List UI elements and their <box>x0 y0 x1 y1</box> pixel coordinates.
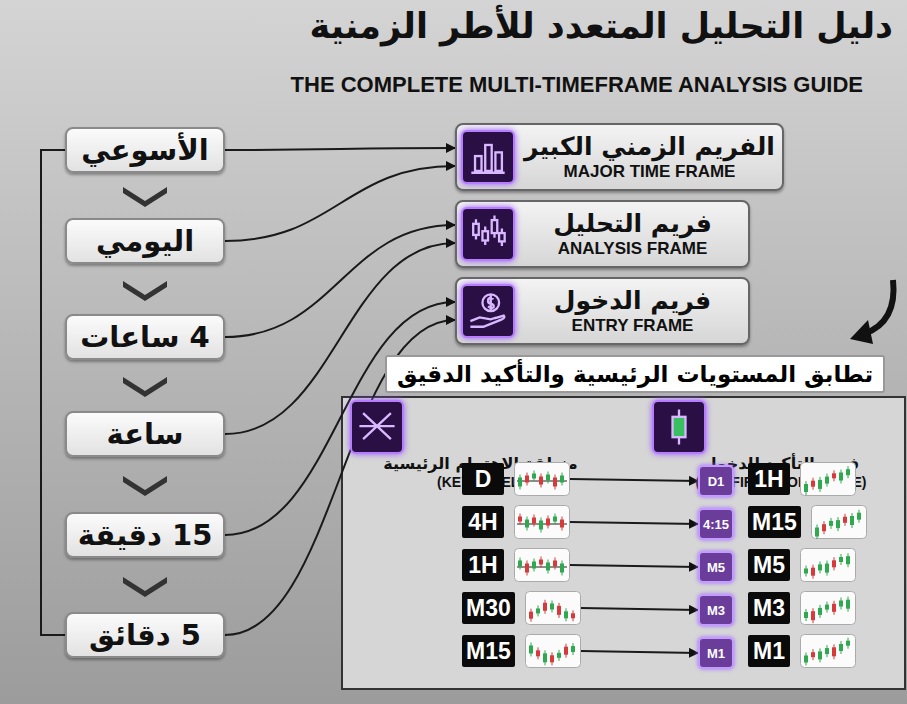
chart-thumbnail <box>800 548 856 582</box>
timeframe-code: 4H <box>462 506 504 538</box>
connector <box>570 522 698 524</box>
timeframe-name: الأسوعي <box>73 133 216 167</box>
frame-subtitle: MAJOR TIME FRAME <box>564 162 736 182</box>
timeframe-name: اليومي <box>88 224 202 258</box>
frame-title: فريم التحليل <box>553 209 712 239</box>
column-header: فريم التأكيد للدخول(CONFIRMATION FRAME) <box>652 400 904 452</box>
chart-thumbnail <box>525 634 581 668</box>
panel-heading: تطابق المستويات الرئيسية والتأكيد الدقيق <box>385 355 885 393</box>
timeframe-label: M1 <box>748 634 856 668</box>
timeframe-code: M5 <box>748 549 790 581</box>
connector <box>581 651 698 653</box>
chart-thumbnail <box>800 462 856 496</box>
matching-panel: تطابق المستويات الرئيسية والتأكيد الدقيق… <box>340 355 907 690</box>
diagram-title: دليل التحليل المتعدد للأطر الزمنية <box>310 6 894 46</box>
badge-text: M5 <box>707 560 725 575</box>
timeframe-label: 1H <box>462 548 570 582</box>
badge-text: M3 <box>707 603 725 618</box>
frame-icon <box>461 130 515 184</box>
chart-thumbnail <box>514 548 570 582</box>
frame-title: الفريم الزمني الكبير <box>524 132 775 162</box>
frame-badge: 4:15 <box>698 508 734 540</box>
timeframe-label: 1H <box>748 462 856 496</box>
timeframe-box: 4 ساعات <box>65 314 225 360</box>
timeframe-box: الأسوعي <box>65 127 225 173</box>
frame-icon <box>461 207 515 261</box>
timeframe-label: M3 <box>748 591 856 625</box>
timeframe-label: 4H <box>462 505 570 539</box>
frame-badge: M3 <box>698 594 734 626</box>
badge-text: 4:15 <box>703 517 729 532</box>
timeframe-code: D <box>462 463 504 495</box>
connector <box>225 225 455 337</box>
chart-thumbnail <box>525 591 581 625</box>
badge-text: M1 <box>707 646 725 661</box>
chart-thumbnail <box>514 505 570 539</box>
timeframe-code: 1H <box>748 463 790 495</box>
subtitle: THE COMPLETE MULTI-TIMEFRAME ANALYSIS GU… <box>291 72 863 98</box>
timeframe-code: M1 <box>748 635 790 667</box>
timeframe-box: 15 دقيقة <box>65 512 225 558</box>
timeframe-box: 5 دقائق <box>65 612 225 658</box>
frame-title: فريم الدخول <box>554 286 711 316</box>
badge-text: D1 <box>708 474 725 489</box>
timeframe-box: ساعة <box>65 411 225 457</box>
timeframe-code: M15 <box>462 635 515 667</box>
connector <box>225 302 455 535</box>
timeframe-name: 15 دقيقة <box>70 518 221 552</box>
frame-badge: M5 <box>698 551 734 583</box>
panel-frame <box>342 397 905 689</box>
frame-badge: D1 <box>698 465 734 497</box>
timeframe-label: M5 <box>748 548 856 582</box>
timeframe-label: M15 <box>462 634 581 668</box>
frame-badge: M1 <box>698 637 734 669</box>
timeframe-name: 5 دقائق <box>81 618 209 652</box>
text-column: فريم الدخولENTRY FRAME <box>515 286 742 336</box>
timeframe-box: اليومي <box>65 218 225 264</box>
timeframe-name: ساعة <box>99 417 192 451</box>
frame-box: فريم الدخولENTRY FRAME <box>455 277 750 345</box>
timeframe-name: 4 ساعات <box>72 320 218 354</box>
chart-thumbnail <box>800 591 856 625</box>
frame-box: الفريم الزمني الكبيرMAJOR TIME FRAME <box>455 123 784 191</box>
connector <box>570 565 698 567</box>
text-column: الفريم الزمني الكبيرMAJOR TIME FRAME <box>515 132 776 182</box>
connector <box>581 608 698 610</box>
connector <box>570 479 698 481</box>
frame-subtitle: ANALYSIS FRAME <box>558 239 708 259</box>
chart-thumbnail <box>800 634 856 668</box>
connector <box>41 150 65 635</box>
connector <box>225 148 455 150</box>
text-column: فريم التحليلANALYSIS FRAME <box>515 209 742 259</box>
timeframe-code: M3 <box>748 592 790 624</box>
timeframe-label: M15 <box>748 505 867 539</box>
timeframe-label: M30 <box>462 591 581 625</box>
connector <box>225 243 455 434</box>
chart-thumbnail <box>811 505 867 539</box>
timeframe-code: M30 <box>462 592 515 624</box>
frame-icon <box>350 400 404 454</box>
chart-thumbnail <box>514 462 570 496</box>
timeframe-code: 1H <box>462 549 504 581</box>
frame-box: فريم التحليلANALYSIS FRAME <box>455 200 750 268</box>
frame-subtitle: ENTRY FRAME <box>572 316 694 336</box>
pointer-arrowhead <box>850 320 873 344</box>
column-header: منطقة الاهتمام الرئيسية(KEY LEVEL) <box>350 400 605 452</box>
timeframe-code: M15 <box>748 506 801 538</box>
frame-icon <box>461 284 515 338</box>
frame-icon <box>652 400 706 454</box>
timeframe-label: D <box>462 462 570 496</box>
